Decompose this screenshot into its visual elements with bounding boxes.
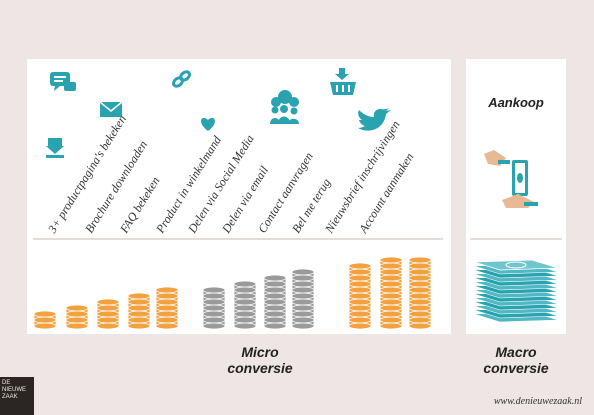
coin-stack-orange-large-1 [348,262,372,330]
coin-stack-orange-small-1 [33,310,57,330]
coin-stack-orange-large-2 [379,256,403,330]
coin-stack-orange-large-3 [408,256,432,330]
micro-caption-line2: conversie [227,360,293,376]
micro-separator [33,238,443,240]
logo-line3: ZAAK [2,394,18,400]
coin-stack-orange-small-5 [155,286,179,330]
money-stack-icon [473,259,559,323]
macro-caption-line2: conversie [483,360,549,376]
email-icon [99,101,123,117]
link-icon [172,70,191,88]
macro-separator [470,238,562,240]
logo-line1: DE [2,380,11,386]
coin-stack-orange-small-3 [96,298,120,330]
logo: DE NIEUWE ZAAK [0,377,34,415]
aankoop-title: Aankoop [488,95,544,110]
macro-caption: Macro conversie [466,344,566,376]
site-url: www.denieuwezaak.nl [493,396,582,407]
coin-stack-gray-3 [263,274,287,330]
heart-icon [201,117,215,131]
macro-caption-line1: Macro [495,344,537,360]
chat-icon [50,72,76,91]
basket-icon [330,68,356,95]
coin-stack-gray-4 [291,268,315,330]
coin-stack-orange-small-4 [127,292,151,330]
micro-caption: Micro conversie [200,344,320,376]
coin-stack-gray-2 [233,280,257,330]
social-people-icon [270,90,299,124]
twitter-bird-icon [358,108,391,131]
logo-line2: NIEUWE [2,387,26,393]
micro-caption-line1: Micro [241,344,279,360]
coin-stack-gray-1 [202,286,226,330]
coin-stack-orange-small-2 [65,304,89,330]
download-icon [46,138,64,158]
handshake-money-icon [484,150,538,208]
